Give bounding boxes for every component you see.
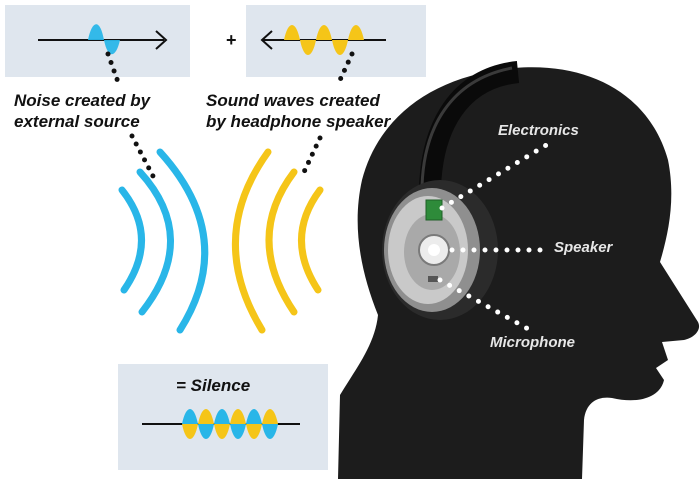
- electronics-label: Electronics: [498, 122, 579, 139]
- sound-label-line-1: Sound waves created: [206, 91, 380, 110]
- noise-arc-2: [136, 168, 174, 316]
- electronics-pointer: [439, 141, 551, 211]
- noise-arc-3: [156, 148, 209, 334]
- antinoise-arrow-head: [260, 30, 273, 50]
- noise-label-line-1: Noise created by: [14, 91, 151, 110]
- antinoise-arc-1: [231, 148, 272, 334]
- antinoise-wave: [284, 25, 364, 55]
- circuit-board-icon: [425, 199, 443, 221]
- speaker-label: Speaker: [554, 239, 613, 256]
- speaker-center: [428, 244, 440, 256]
- silence-wave-blue-2: [246, 409, 278, 439]
- silence-wave-yellow: [182, 409, 278, 439]
- noise-label: Noise created by external source: [14, 90, 150, 132]
- headband-highlight: [420, 66, 513, 187]
- antinoise-arc-2: [265, 168, 298, 316]
- microphone-label: Microphone: [490, 334, 575, 351]
- sound-label: Sound waves created by headphone speaker: [206, 90, 390, 132]
- microphone-pointer: [437, 277, 533, 333]
- noise-label-line-2: external source: [14, 112, 140, 131]
- sound-label-line-2: by headphone speaker: [206, 112, 391, 131]
- noise-connector-bottom: [129, 133, 157, 181]
- antinoise-connector-bottom: [301, 135, 323, 175]
- microphone-icon: [428, 276, 438, 282]
- plus-symbol: +: [226, 30, 237, 50]
- noise-wave: [88, 24, 120, 55]
- noise-arc-1: [118, 186, 145, 294]
- silence-label: = Silence: [176, 376, 251, 395]
- noise-connector-top: [105, 51, 121, 85]
- antinoise-arc-3: [298, 186, 324, 294]
- headband: [419, 61, 520, 189]
- noise-arrow-head: [155, 30, 168, 50]
